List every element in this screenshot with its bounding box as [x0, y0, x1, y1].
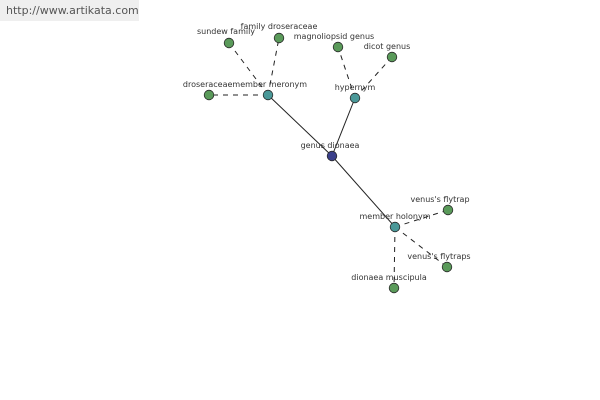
edge-muscipula — [393, 226, 396, 289]
label-sundew[interactable]: sundew family — [197, 27, 255, 36]
node-flytraps[interactable] — [441, 261, 453, 273]
label-holonym[interactable]: member holonym — [359, 212, 430, 221]
label-hypernym[interactable]: hypernym — [335, 83, 376, 92]
node-dicot[interactable] — [386, 51, 398, 63]
edge-sundew — [228, 42, 269, 96]
edge-magnoliopsid — [337, 46, 356, 99]
label-meronym[interactable]: droseraceaemember meronym — [183, 80, 307, 89]
edge-hypernym — [331, 97, 356, 157]
node-magnoliopsid[interactable] — [332, 41, 344, 53]
label-flytraps[interactable]: venus's flytraps — [407, 252, 470, 261]
node-hypernym[interactable] — [349, 92, 361, 104]
site-url-watermark[interactable]: http://www.artikata.com — [0, 0, 139, 21]
node-sundew[interactable] — [223, 37, 235, 49]
node-famdros[interactable] — [273, 32, 285, 44]
label-flytrap[interactable]: venus's flytrap — [410, 195, 469, 204]
node-holonym[interactable] — [389, 221, 401, 233]
node-muscipula[interactable] — [388, 282, 400, 294]
node-meronym[interactable] — [262, 89, 274, 101]
label-center[interactable]: genus dionaea — [301, 141, 360, 150]
label-dicot[interactable]: dicot genus — [364, 42, 411, 51]
edge-holonym — [331, 155, 396, 228]
node-flytrap[interactable] — [442, 204, 454, 216]
label-muscipula[interactable]: dionaea muscipula — [351, 273, 427, 282]
label-famdros[interactable]: family droseraceae — [241, 22, 318, 31]
edge-meronym — [267, 94, 333, 157]
label-magnoliopsid[interactable]: magnoliopsid genus — [294, 32, 374, 41]
edge-flytraps — [394, 226, 448, 268]
node-center[interactable] — [326, 150, 338, 162]
node-droseraceae[interactable] — [203, 89, 215, 101]
